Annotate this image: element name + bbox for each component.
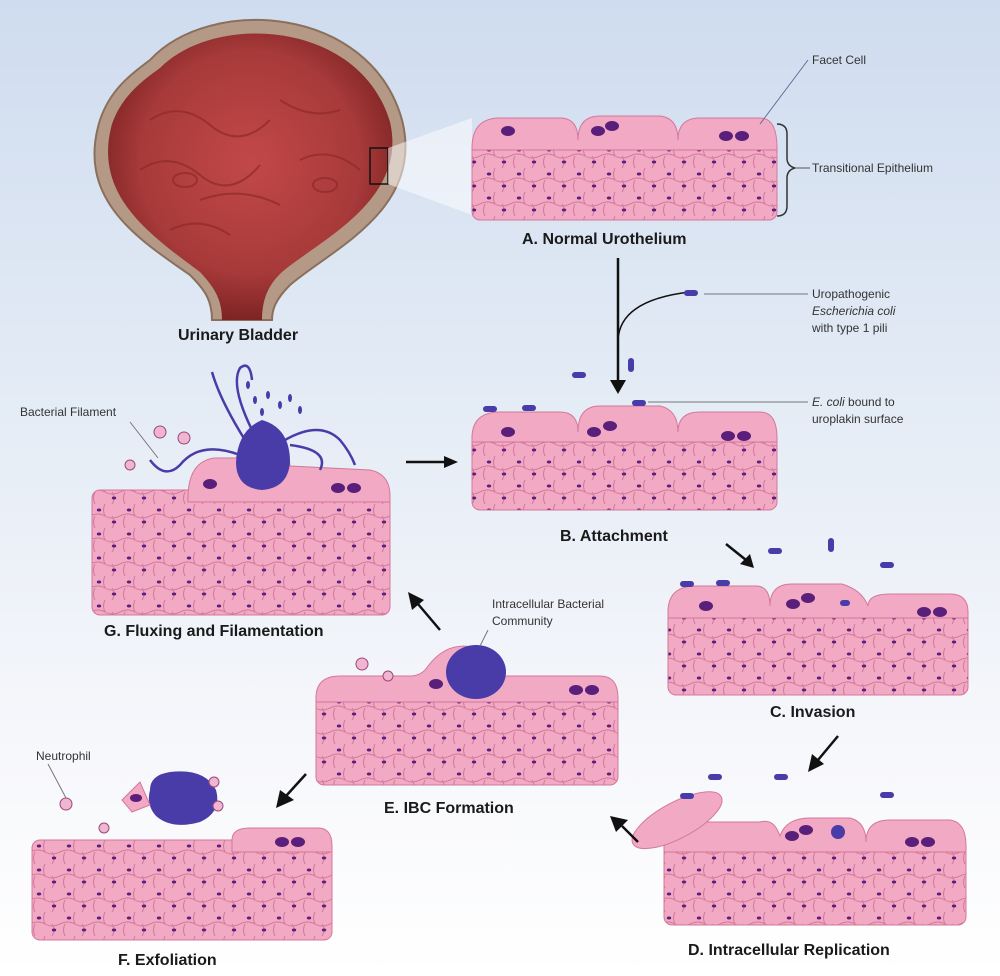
stage-g-title: G. Fluxing and Filamentation <box>104 623 324 640</box>
upec-callout-line2: Escherichia coli <box>812 304 896 318</box>
tissue-intracellular-replication <box>631 774 967 926</box>
zoom-projection <box>388 118 472 215</box>
bacterial-filament-callout: Bacterial Filament <box>20 405 117 419</box>
ibc-callout: Intracellular Bacterial Community <box>492 596 604 630</box>
bound-callout-italic: E. coli <box>812 395 845 409</box>
urinary-bladder-illustration <box>93 18 472 321</box>
ibc-callout-line1: Intracellular Bacterial <box>492 597 605 611</box>
stage-c-title: C. Invasion <box>770 704 856 721</box>
stage-d-title: D. Intracellular Replication <box>688 942 890 959</box>
upec-callout: Uropathogenic Escherichia coli with type… <box>812 286 895 337</box>
stage-b-title: B. Attachment <box>560 528 668 545</box>
neutrophil-callout: Neutrophil <box>36 749 91 763</box>
bound-ecoli-callout: E. coli bound to uroplakin surface <box>812 394 903 428</box>
tissue-ibc-formation <box>315 645 619 786</box>
stage-a-title: A. Normal Urothelium <box>522 231 687 248</box>
tissue-invasion <box>667 538 969 696</box>
stage-f-title: F. Exfoliation <box>118 952 217 969</box>
tissue-attachment <box>471 358 778 511</box>
transitional-epithelium-callout: Transitional Epithelium <box>812 161 933 175</box>
tissue-normal-urothelium <box>471 115 778 221</box>
bound-callout-line2: uroplakin surface <box>812 412 904 426</box>
tissue-exfoliation <box>31 771 333 941</box>
upec-callout-line1: Uropathogenic <box>812 287 891 301</box>
flow-arrows <box>276 258 839 843</box>
stage-e-title: E. IBC Formation <box>384 800 514 817</box>
ibc-callout-line2: Community <box>492 614 553 628</box>
bound-callout-rest: bound to <box>844 395 895 409</box>
tissue-fluxing-and-filamentation <box>91 364 391 616</box>
callout-leaders <box>47 290 808 799</box>
urinary-bladder-label: Urinary Bladder <box>178 327 299 344</box>
facet-cell-callout: Facet Cell <box>812 53 867 67</box>
upec-callout-line3: with type 1 pili <box>812 321 888 335</box>
